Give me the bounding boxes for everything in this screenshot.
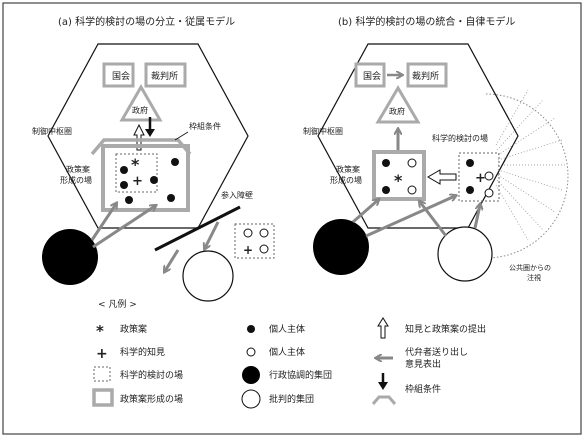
- panel-a-diet-box: [102, 62, 135, 88]
- panel-a-entry-barrier-label: 参入障壁: [221, 190, 253, 200]
- panel-a-title: (a) 科学的検討の場の分立・従属モデル: [58, 15, 235, 28]
- outer-frame: [2, 2, 582, 435]
- panel-a-admin-group: [42, 229, 98, 285]
- panel-b-knowledge-arrow: [427, 169, 457, 185]
- panel-b-control-center-label: 制御中枢圏: [303, 126, 343, 136]
- panel-a-entry-barrier: [154, 205, 241, 252]
- panel-a-outside-forum-box: [234, 223, 275, 259]
- panel-b-knowledge-cross: +: [475, 171, 486, 186]
- panel-b-court-box: [406, 62, 448, 88]
- panel-a-blocked-arrow: [165, 249, 180, 271]
- panel-b-policy-forum-box: [372, 150, 426, 201]
- legend-label-scientific-knowledge: 科学的知見: [120, 346, 165, 358]
- panel-b-critical-to-science-arrow: [473, 205, 480, 229]
- legend-label-admin-group: 行政協調的集団: [269, 369, 332, 381]
- panel-b-scientific-forum-box: [458, 152, 500, 202]
- legend-heading: < 凡例 >: [98, 298, 137, 310]
- panel-b-title: (b) 科学的検討の場の統合・自律モデル: [338, 15, 515, 28]
- panel-a-individual-white: [243, 228, 253, 238]
- legend-label-individual-black: 個人主体: [269, 323, 305, 335]
- legend: < 凡例 > * 政策案 + 科学的知見 科学的検討の場 政策案形成の場 個人主…: [92, 298, 486, 409]
- panel-b-public-gaze-line1: 公共圏からの: [509, 263, 551, 272]
- panel-a: (a) 科学的検討の場の分立・従属モデル 制御中枢圏 国会 裁判所 政府 枠組条…: [32, 15, 275, 302]
- panel-a-individual: [120, 166, 128, 174]
- panel-b-individual-white: [407, 158, 417, 168]
- panel-b: (b) 科学的検討の場の統合・自律モデル 制御中枢圏 国会 裁判所 政府: [303, 15, 569, 282]
- panel-a-hexagon: [47, 43, 249, 229]
- legend-label-scientific-forum: 科学的検討の場: [120, 369, 183, 381]
- legend-label-policy-forum: 政策案形成の場: [120, 393, 183, 405]
- panel-b-individual-white: [484, 171, 494, 181]
- panel-a-government-label: 政府: [132, 105, 148, 115]
- panel-a-opinion-arrow: [92, 206, 155, 249]
- panel-a-policy-forum-line1: 政策案: [66, 164, 90, 174]
- panel-a-individual: [171, 158, 179, 166]
- panel-a-control-center-label: 制御中枢圏: [32, 126, 72, 136]
- panel-b-government-label: 政府: [389, 106, 405, 116]
- panel-b-individual: [382, 159, 390, 167]
- panel-b-policy-forum-line1: 政策案: [336, 164, 360, 174]
- panel-a-individual: [125, 196, 133, 204]
- legend-dashed-box-icon: [93, 366, 111, 382]
- panel-b-admin-to-policy-arrow: [352, 200, 378, 224]
- legend-black-circle-icon: [242, 366, 260, 384]
- panel-b-individual: [466, 186, 474, 194]
- panel-b-critical-group: [437, 226, 493, 282]
- legend-label-representative-line2: 意見表出: [405, 358, 441, 370]
- panel-b-diet-box: [354, 62, 386, 88]
- panel-a-diet-label: 国会: [112, 70, 130, 82]
- legend-label-policy-proposal: 政策案: [120, 323, 147, 335]
- panel-a-individual: [120, 181, 128, 189]
- panel-a-critical-group: [182, 250, 234, 302]
- panel-a-policy-forum-box: [101, 144, 190, 212]
- legend-label-individual-white: 個人主体: [269, 346, 305, 358]
- panel-a-policy-forum-line2: 形成の場: [60, 175, 92, 185]
- panel-b-individual-white: [484, 188, 494, 198]
- panel-b-admin-group: [313, 219, 369, 275]
- panel-b-policy-forum-line2: 形成の場: [330, 175, 362, 185]
- panel-b-scientific-forum-label: 科学的検討の場: [432, 133, 488, 143]
- panel-b-critical-to-policy-arrow: [420, 202, 448, 237]
- panel-a-court-label: 裁判所: [151, 70, 178, 82]
- panel-a-blocked-arrow: [205, 221, 220, 248]
- legend-label-framework: 枠組条件: [405, 383, 441, 395]
- panel-a-scientific-forum-box: [115, 153, 158, 193]
- legend-label-representative-line1: 代弁者送り出し: [405, 346, 468, 358]
- panel-a-individual: [167, 194, 175, 202]
- panel-a-framework-label: 枠組条件: [189, 121, 221, 131]
- legend-framework-arc-icon: [371, 395, 397, 405]
- panel-b-diet-label: 国会: [363, 70, 381, 82]
- panel-a-individual-white: [259, 244, 269, 254]
- panel-a-court-box: [144, 62, 187, 88]
- legend-asterisk-icon: *: [96, 322, 104, 340]
- panel-a-knowledge-cross: +: [132, 174, 143, 189]
- panel-a-representative-arrow: [90, 204, 116, 241]
- panel-b-policy-asterisk: *: [394, 171, 403, 190]
- panel-b-court-label: 裁判所: [412, 70, 439, 82]
- panel-a-individual: [150, 176, 158, 184]
- legend-black-dot-icon: [247, 325, 255, 333]
- legend-label-critical-group: 批判的集団: [269, 393, 314, 405]
- panel-b-public-gaze-rays: [495, 89, 565, 241]
- legend-white-dot-icon: [246, 347, 256, 357]
- panel-b-individual: [466, 159, 474, 167]
- panel-a-policy-asterisk: *: [131, 155, 140, 174]
- panel-a-outside-knowledge-cross: +: [243, 243, 253, 257]
- panel-b-public-gaze-line2: 注視: [527, 273, 541, 282]
- legend-gray-box-icon: [92, 388, 114, 407]
- legend-hollow-arrow-icon: [377, 317, 389, 339]
- legend-label-knowledge-submission: 知見と政策案の提出: [405, 323, 486, 335]
- panel-b-individual: [382, 186, 390, 194]
- panel-a-government-triangle: [119, 83, 163, 122]
- legend-white-circle-icon: [241, 389, 261, 409]
- panel-b-government-triangle: [375, 85, 421, 124]
- panel-b-individual-white: [407, 185, 417, 195]
- panel-b-public-gaze-arc: [485, 93, 569, 259]
- panel-a-individual-white: [259, 228, 269, 238]
- legend-cross-icon: +: [96, 346, 108, 362]
- panel-b-admin-to-science-arrow: [365, 196, 455, 238]
